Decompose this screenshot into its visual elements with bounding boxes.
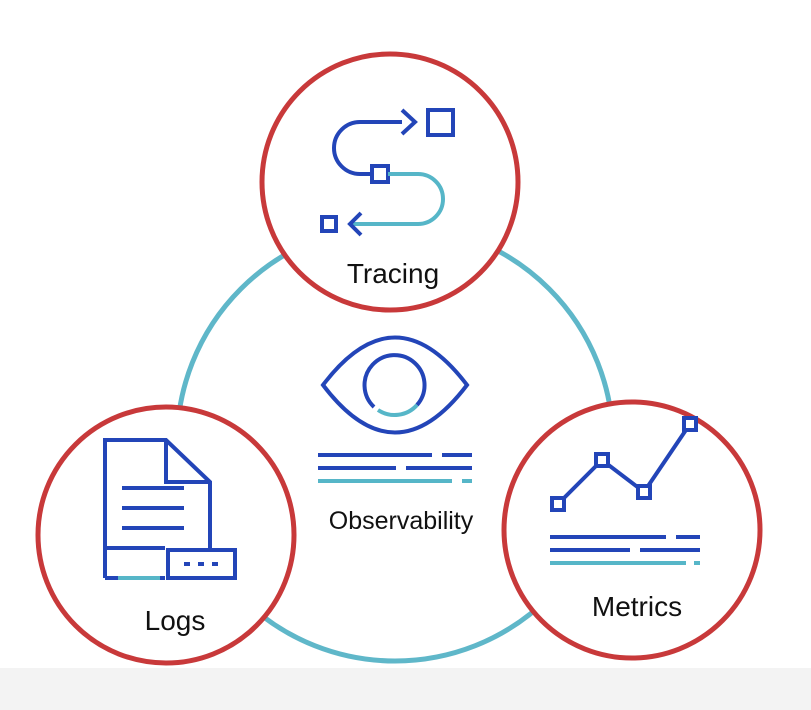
eye-icon bbox=[320, 335, 470, 435]
metrics-text-lines-icon bbox=[550, 535, 700, 565]
metrics-node-circle bbox=[501, 399, 763, 661]
bottom-strip bbox=[0, 668, 811, 710]
observability-text-lines-icon bbox=[318, 453, 472, 483]
trace-flow-icon bbox=[320, 108, 455, 237]
metrics-label: Metrics bbox=[592, 591, 682, 622]
line-chart-icon bbox=[550, 416, 698, 512]
log-document-icon bbox=[103, 438, 237, 580]
logs-label: Logs bbox=[145, 605, 206, 636]
observability-label: Observability bbox=[329, 507, 474, 535]
logs-node-circle bbox=[35, 404, 297, 666]
tracing-label: Tracing bbox=[347, 258, 439, 289]
